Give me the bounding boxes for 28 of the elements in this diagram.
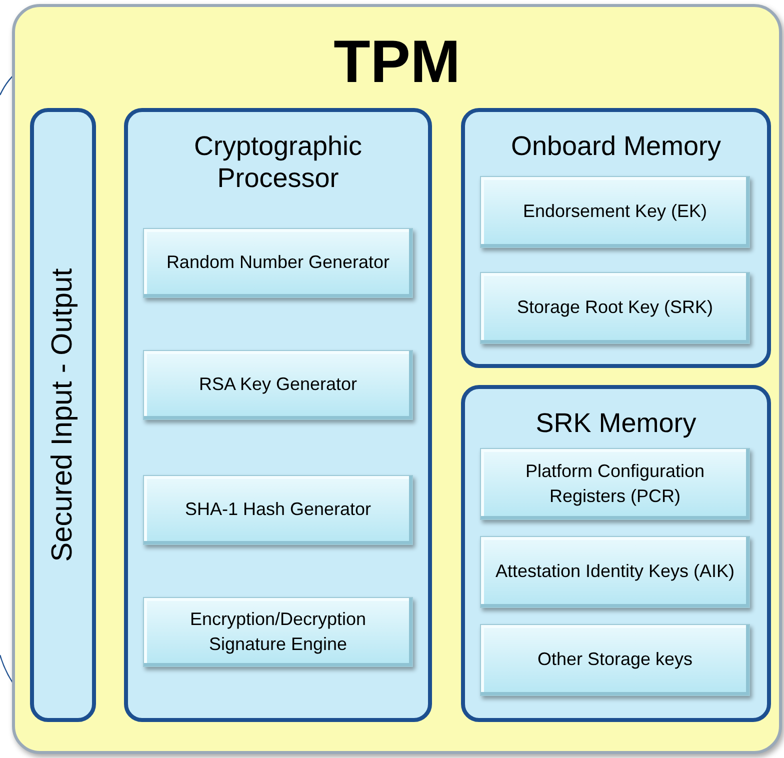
block-label: Random Number Generator	[165, 251, 391, 274]
component-panel	[461, 108, 771, 368]
block-label: Attestation Identity Keys (AIK)	[494, 560, 736, 584]
function-block	[480, 448, 750, 520]
function-block	[143, 228, 413, 298]
component-panel	[461, 385, 771, 722]
function-block	[143, 597, 413, 667]
block-label: Storage Root Key (SRK)	[516, 296, 714, 320]
function-block	[480, 176, 750, 248]
module-box	[12, 4, 782, 754]
block-label: Encryption/Decryption Signature Engine	[188, 608, 368, 656]
panel-heading: Onboard Memory	[510, 130, 722, 162]
function-block	[143, 475, 413, 545]
block-label: Platform Configuration Registers (PCR)	[524, 460, 706, 508]
block-label: SHA-1 Hash Generator	[184, 498, 372, 522]
function-block	[480, 272, 750, 344]
title: TPM	[332, 27, 462, 96]
function-block	[480, 536, 750, 608]
vertical-label: Secured Input - Output	[46, 268, 80, 562]
panel-heading: SRK Memory	[534, 407, 698, 440]
component-panel	[124, 108, 432, 722]
panel-heading: Cryptographic Processor	[192, 130, 364, 195]
block-label: Other Storage keys	[536, 648, 694, 672]
function-block	[480, 624, 750, 696]
function-block	[143, 350, 413, 420]
block-label: RSA Key Generator	[198, 373, 358, 396]
interface-bar	[30, 108, 96, 722]
block-label: Endorsement Key (EK)	[522, 200, 708, 224]
